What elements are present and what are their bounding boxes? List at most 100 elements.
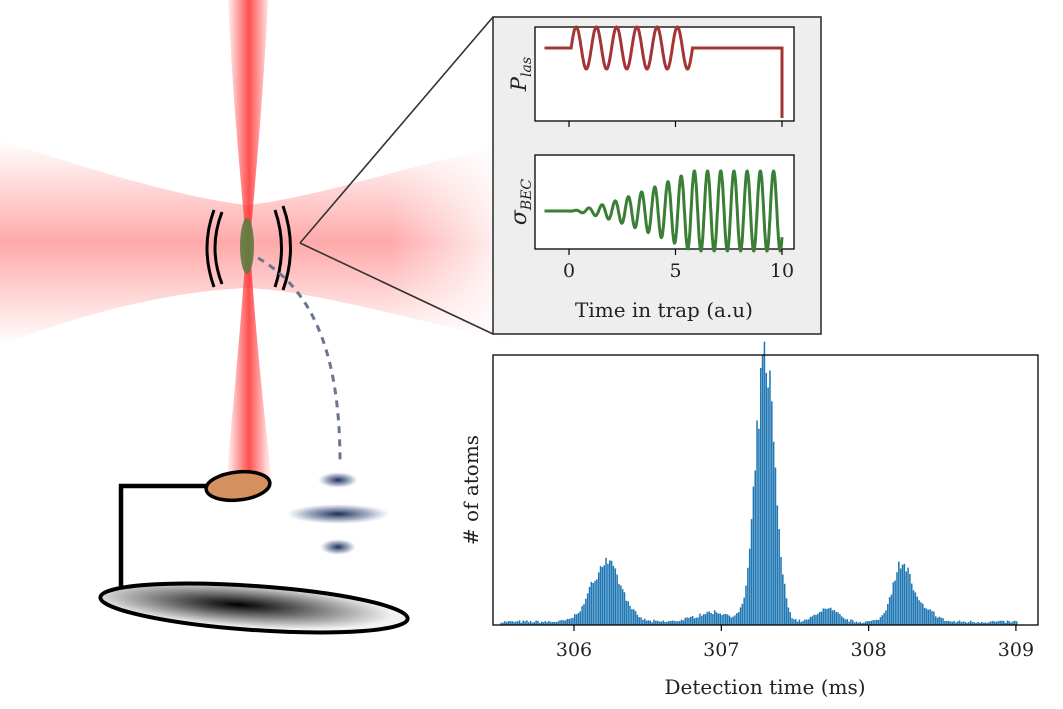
histogram-bar [566,618,569,625]
histogram-bar [894,580,896,625]
histogram-bar [677,621,679,625]
histogram-bar [610,560,613,625]
histogram-bar [726,614,729,625]
histogram-bar [605,557,607,625]
histogram-bar [905,571,907,625]
histogram-bar [809,616,812,625]
histogram-bar [927,609,930,625]
histogram-bar [520,622,523,625]
histogram-bar [885,610,887,625]
histogram-bar [535,620,537,625]
histogram-bar [728,615,731,625]
lens [204,469,272,503]
histogram-bar [866,621,869,625]
histogram-bar [629,605,631,625]
histogram-bar [690,616,692,625]
histogram-bar [529,621,532,625]
histogram-axes [492,354,1039,626]
histogram-bar [570,618,572,625]
histogram-bar [614,568,617,625]
fall-trajectory [257,256,342,463]
histogram-bar [988,622,990,625]
histogram-bar [936,617,939,625]
histogram-bar [835,611,838,625]
histogram-bar [640,617,642,625]
histogram-bar [951,621,953,625]
histogram-bar [839,614,841,625]
histogram-bar [949,621,952,625]
histogram-bar [909,573,911,625]
histogram-bar [638,617,640,625]
histogram-bar [739,607,742,625]
histogram-bar [701,615,703,625]
histogram-bar [590,581,593,625]
histogram-bar [691,615,694,625]
histogram-bar [513,621,515,625]
histogram-bar [850,619,852,625]
histogram-bar [842,617,845,625]
histogram-bar [653,619,655,625]
histogram-xtick-label: 306 [556,639,592,661]
histogram-xtick-label: 307 [703,639,739,661]
histogram-bar [666,621,668,625]
inset-xtick-0: 0 [563,260,575,282]
histogram-bar [783,583,786,625]
histogram-bar [586,593,589,625]
histogram-bar [592,583,594,625]
histogram-bar [853,622,856,625]
histogram-bar [774,467,777,625]
inset-xlabel: Time in trap (a.u) [575,298,753,322]
histogram-bar [912,590,915,625]
histogram-bar [916,596,919,625]
histogram-bar [852,620,854,625]
histogram-bar [955,622,957,625]
histogram-bar [938,616,941,625]
histogram-bar [874,620,876,625]
histogram-bar [704,614,707,625]
histogram-bar [713,610,716,625]
histogram-bar [1003,620,1005,625]
histogram-bar [892,582,895,625]
histogram-bar [986,622,988,625]
histogram-bar [642,619,644,625]
histogram-bar [588,586,591,625]
histogram-bar [864,621,867,625]
histogram-xtick-label: 309 [998,639,1034,661]
histogram-bar [607,563,609,625]
histogram-bar [540,621,543,625]
bec-width-ylabel: σBEC [507,179,535,226]
histogram-bar [609,560,611,625]
histogram-bar [933,611,935,625]
histogram-bar [817,613,819,625]
histogram-bar [515,621,517,625]
histogram-bar [778,529,780,625]
histogram-bar [518,620,521,625]
histogram-bar [837,612,839,625]
histogram-bar [1001,620,1003,625]
histogram-bar [995,621,998,625]
histogram-bar [960,622,963,625]
bottom-xticks [568,249,783,255]
histogram-ylabel: # of atoms [459,435,483,545]
histogram-bar [724,614,727,625]
histogram-bar [678,621,681,625]
histogram-bar [887,604,889,625]
histogram-bar [636,614,639,625]
histogram-bar [966,622,968,625]
histogram-bar [969,620,972,625]
zoom-lines [299,16,494,335]
histogram-bar [991,620,994,625]
histogram-bar [796,621,799,625]
histogram-bar [903,563,906,625]
histogram-bar [507,621,510,625]
histogram-bar [574,614,576,625]
histogram-bar [577,613,580,625]
histogram-bar [596,579,598,625]
histogram-bar [973,622,976,625]
histogram-bar [730,617,733,625]
histogram-bar [612,565,615,625]
histogram-bar [863,622,865,625]
histogram-bar [979,622,981,625]
histogram-bar [671,620,674,625]
histogram-bar [901,564,904,625]
